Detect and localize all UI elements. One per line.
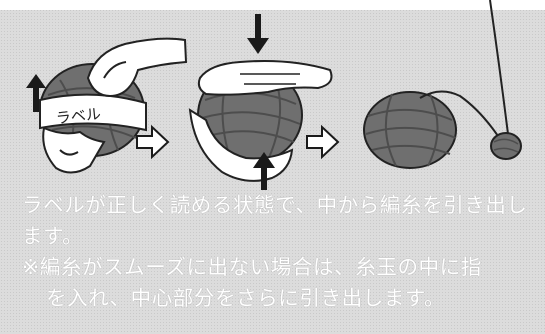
step1-yarn-with-label: ラベル <box>26 37 188 174</box>
step2-squeeze-yarn <box>188 14 333 190</box>
top-margin <box>0 0 545 10</box>
label-text: ラベル <box>55 105 102 128</box>
main-instruction: ラベルが正しく読める状態で、中から編糸を引き出します。 <box>22 193 528 248</box>
instruction-text: ラベルが正しく読める状態で、中から編糸を引き出します。 ※編糸がスムーズに出ない… <box>22 190 537 314</box>
step-arrow-1 <box>136 124 170 160</box>
step-arrow-2 <box>306 124 340 160</box>
note-line-1: ※編糸がスムーズに出ない場合は、糸玉の中に指 <box>22 255 482 279</box>
note-line-2: を入れ、中心部分をさらに引き出します。 <box>46 286 446 310</box>
step3-yarn-pulled <box>363 0 522 169</box>
